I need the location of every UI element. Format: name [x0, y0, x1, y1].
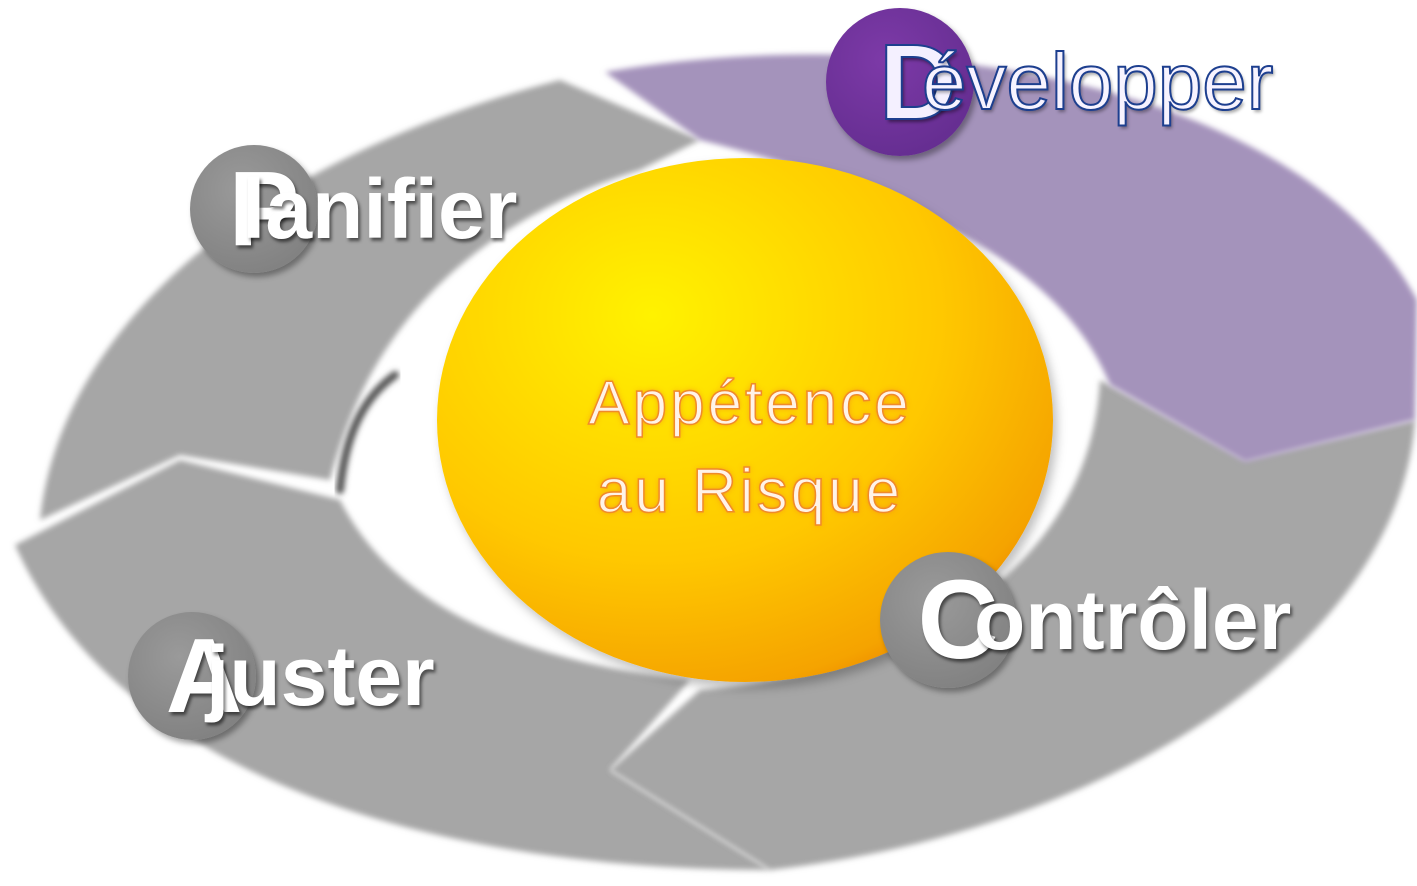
ajuster-badge: A [128, 612, 256, 740]
controler-rest: ontrôler [974, 573, 1292, 667]
center-title-line2: au Risque [596, 456, 904, 527]
label-controler: C ontrôler [880, 552, 1291, 688]
developper-badge: D [826, 8, 974, 156]
controler-badge: C [880, 552, 1016, 688]
planifier-initial: P [228, 150, 300, 268]
planifier-segment [40, 80, 700, 520]
label-planifier: P lanifier [190, 145, 517, 273]
developper-segment [605, 54, 1417, 462]
label-ajuster: A juster [128, 612, 435, 740]
planifier-badge: P [190, 145, 318, 273]
inner-arc-accent [336, 371, 399, 494]
ajuster-segment [15, 460, 770, 870]
label-developper: D évelopper [826, 8, 1274, 156]
ajuster-initial: A [165, 617, 243, 735]
planifier-rest: lanifier [242, 162, 518, 256]
developper-initial: D [878, 21, 958, 142]
controler-initial: C [917, 557, 999, 682]
center-circle [437, 158, 1053, 682]
center-title: Appétence au Risque [520, 360, 980, 536]
developper-rest: évelopper [921, 37, 1274, 126]
center-title-line1: Appétence [588, 368, 912, 439]
ajuster-rest: juster [206, 629, 435, 723]
